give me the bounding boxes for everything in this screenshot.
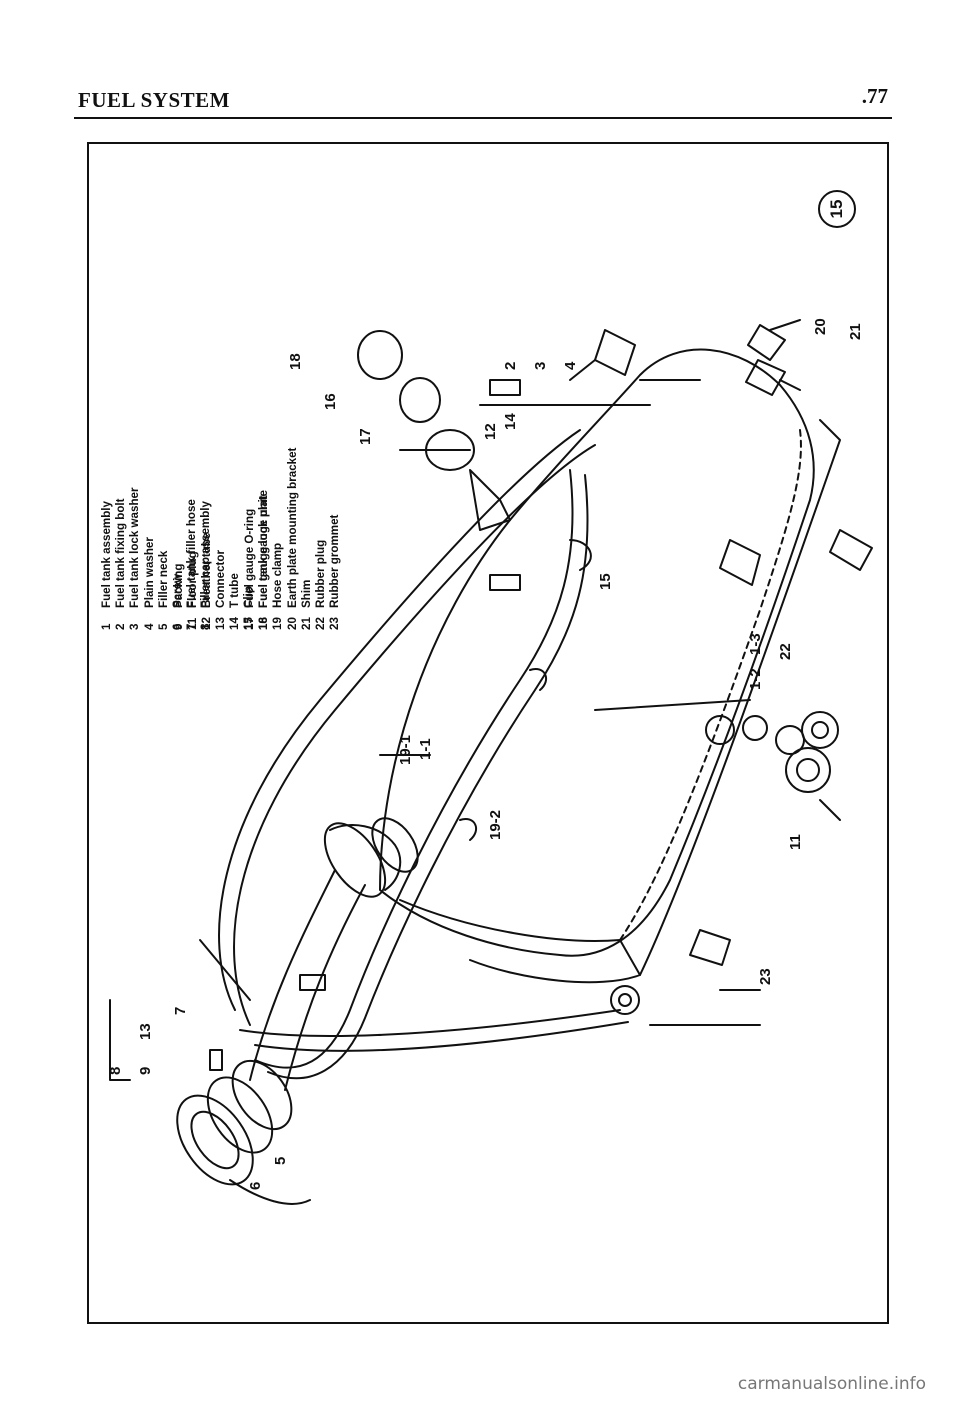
callout-label: 19-2	[487, 810, 504, 840]
callout-label: 21	[847, 323, 864, 340]
callout-label: 22	[777, 643, 794, 660]
callout-label: 13	[137, 1023, 154, 1040]
callout-label: 1-3	[747, 633, 764, 655]
callout-label: 8	[107, 1067, 124, 1075]
fuel-tank-outline	[379, 348, 815, 957]
callout-label: 6	[247, 1182, 264, 1190]
header-rule	[74, 117, 892, 119]
callout-label: 14	[502, 413, 519, 430]
callout-label: 20	[812, 318, 829, 335]
callout-label: 15	[597, 573, 614, 590]
callout-label: 3	[532, 362, 549, 370]
callout-label: 18	[287, 353, 304, 370]
page-number: .77	[861, 84, 888, 108]
callout-label: 9	[137, 1067, 154, 1075]
callout-label: 2	[502, 362, 519, 370]
callout-label: 4	[562, 361, 579, 370]
filler-hose	[249, 869, 336, 1081]
page-header-title: FUEL SYSTEM	[78, 88, 230, 112]
callout-label: 1-1	[417, 738, 434, 760]
filler-neck-tube	[329, 824, 402, 891]
figure-frame	[87, 142, 889, 1324]
callout-label: 7	[172, 1007, 189, 1015]
callout-label: 12	[482, 423, 499, 440]
callout-label: 17	[357, 428, 374, 445]
callout-label: 5	[272, 1157, 289, 1165]
callout-label: 19-1	[397, 735, 414, 765]
filler-cap-shape	[176, 1094, 254, 1186]
watermark: carmanualsonline.info	[737, 1374, 926, 1394]
gauge-lock-plate	[357, 330, 403, 380]
breather-tube	[218, 429, 581, 1011]
callout-label: 16	[322, 393, 339, 410]
callout-label: 11	[787, 834, 804, 850]
callout-label: 23	[757, 968, 774, 985]
callout-label: 1-2	[747, 668, 764, 690]
